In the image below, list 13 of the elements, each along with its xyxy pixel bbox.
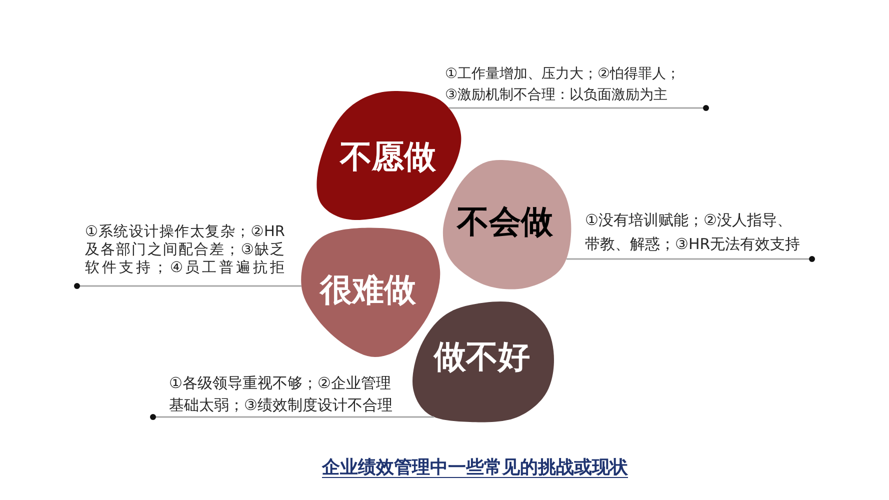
description-text: ①没有培训赋能；②没人指导、带教、解惑；③HR无法有效支持 [585,210,802,255]
pebble-label: 做不好 [434,339,530,375]
description-text: ①工作量增加、压力大；②怕得罪人；③激励机制不合理：以负面激励为主 [445,65,682,105]
leader-line [448,105,709,111]
caption: 企业绩效管理中一些常见的挑战或现状 [322,456,628,479]
pebble-label: 很难做 [320,272,416,308]
pebble-label: 不会做 [457,204,553,240]
description-text: ①各级领导重视不够；②企业管理基础太弱；③绩效制度设计不合理 [169,373,394,416]
leader-line [566,256,815,262]
pebble-label: 不愿做 [340,139,436,175]
description-text: ①系统设计操作太复杂；②HR及各部门之间配合差；③缺乏软件支持；④员工普遍抗拒 [85,223,285,277]
leader-line [74,283,302,289]
leader-line [150,414,434,420]
